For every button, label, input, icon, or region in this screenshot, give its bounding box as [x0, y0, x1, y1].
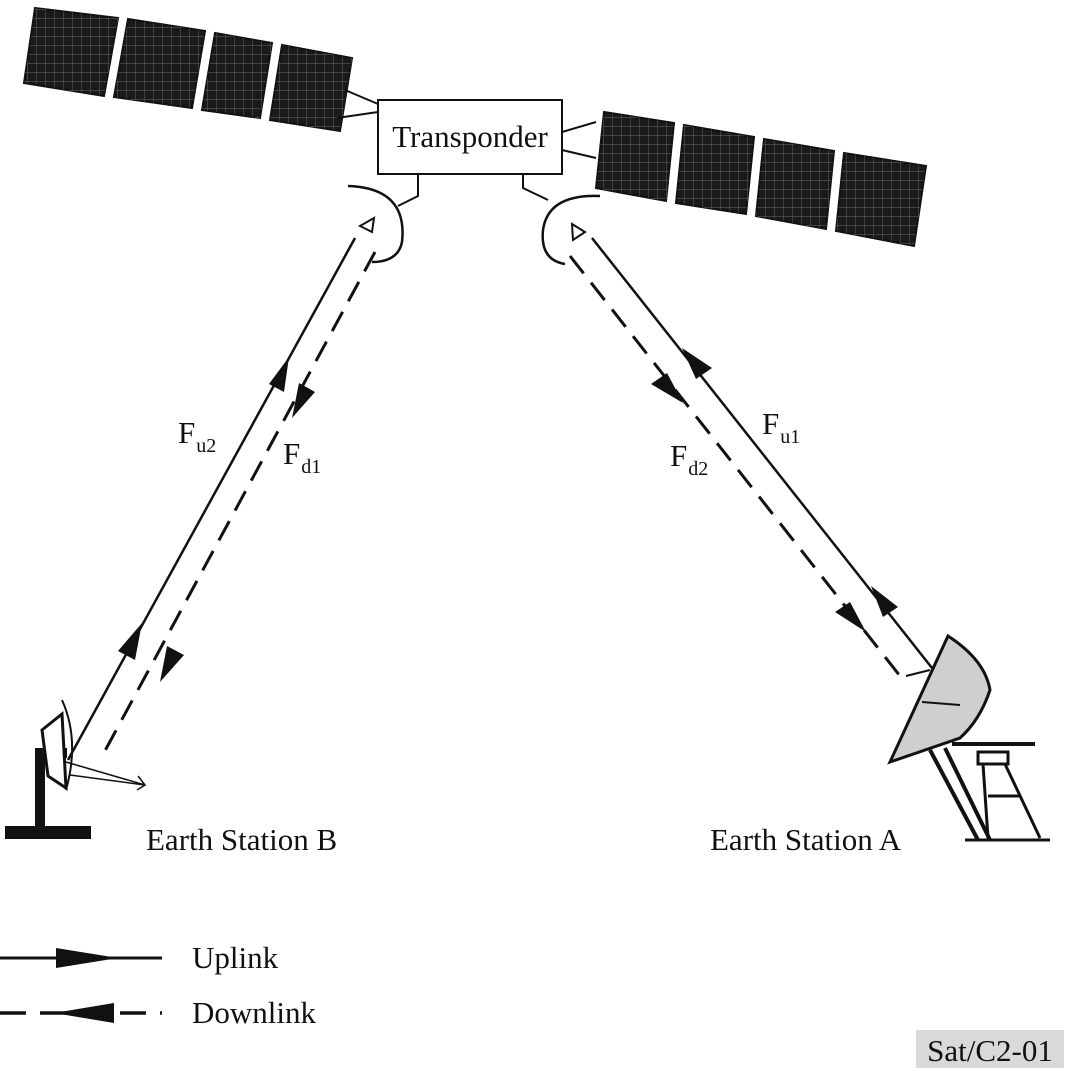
- fd1-sub: d1: [301, 456, 321, 478]
- legend-uplink-arrow-icon: [56, 948, 118, 968]
- transponder-label: Transponder: [392, 119, 548, 154]
- legend-downlink-arrow-icon: [54, 1003, 114, 1023]
- uplink-fu2-line: [66, 237, 357, 761]
- downlink-arrow-icon: [651, 373, 683, 403]
- legend-uplink-label: Uplink: [192, 940, 279, 975]
- uplink-arrow-icon: [871, 586, 898, 617]
- satellite: Transponder: [22, 6, 928, 266]
- satellite-right-antenna-icon: [522, 174, 601, 266]
- figure-id-label: Sat/C2-01: [927, 1033, 1053, 1068]
- legend-downlink-label: Downlink: [192, 995, 317, 1030]
- fd1-main: F: [283, 436, 300, 471]
- label-fu2: Fu2: [178, 415, 216, 457]
- figure-id-tag: [916, 1030, 1064, 1068]
- link-satellite-station-b: [66, 237, 377, 761]
- downlink-fd1-line: [98, 251, 377, 761]
- fu1-sub: u1: [780, 426, 800, 448]
- label-fd1: Fd1: [283, 436, 321, 478]
- fd2-sub: d2: [688, 458, 708, 480]
- station-b-label: Earth Station B: [146, 822, 337, 857]
- uplink-arrow-icon: [682, 348, 712, 379]
- label-fd2: Fd2: [670, 438, 708, 480]
- uplink-arrow-icon: [118, 623, 142, 660]
- svg-text:Fu2: Fu2: [178, 415, 216, 457]
- earth-station-b-antenna-icon: [5, 699, 147, 839]
- legend: Uplink Downlink: [0, 940, 317, 1030]
- earth-station-a-antenna-icon: [887, 633, 1050, 842]
- downlink-arrow-icon: [292, 383, 315, 418]
- fu1-main: F: [762, 406, 779, 441]
- downlink-arrow-icon: [835, 602, 866, 632]
- left-solar-array: [22, 6, 379, 133]
- fu2-main: F: [178, 415, 195, 450]
- label-fu1: Fu1: [762, 406, 800, 448]
- station-a-label: Earth Station A: [710, 822, 902, 857]
- uplink-arrow-icon: [269, 357, 289, 392]
- fu2-sub: u2: [196, 435, 216, 457]
- svg-text:Fd2: Fd2: [670, 438, 708, 480]
- transponder-box: [377, 99, 563, 175]
- downlink-arrow-icon: [160, 646, 184, 682]
- svg-text:Fu1: Fu1: [762, 406, 800, 448]
- link-satellite-station-a: [568, 237, 933, 677]
- satellite-left-antenna-icon: [347, 174, 419, 264]
- svg-text:Fd1: Fd1: [283, 436, 321, 478]
- fd2-main: F: [670, 438, 687, 473]
- right-solar-array: [561, 110, 928, 248]
